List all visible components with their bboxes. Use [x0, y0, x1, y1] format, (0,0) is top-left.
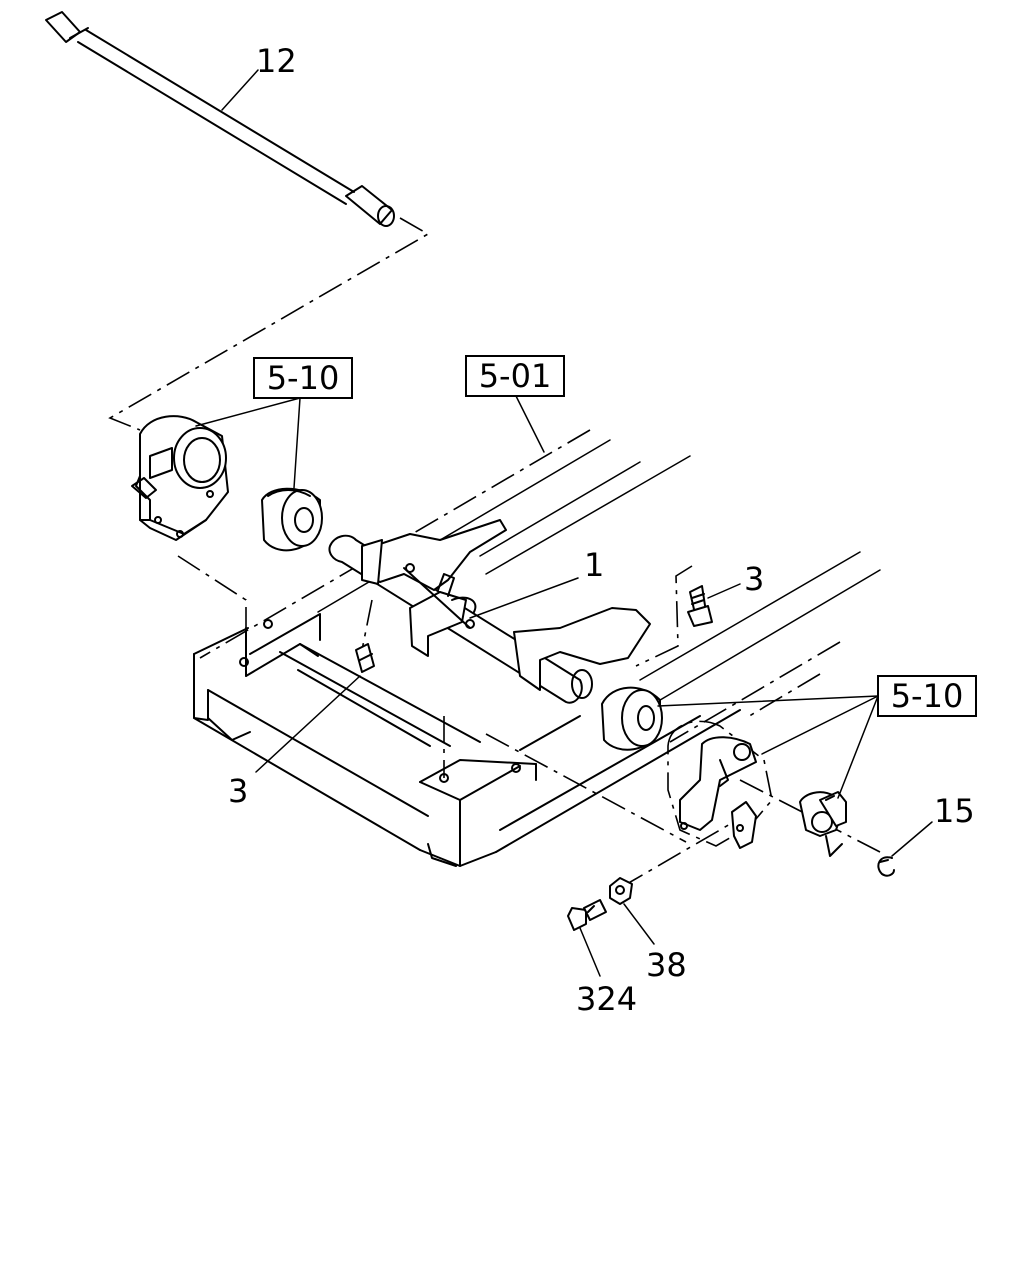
- crossmember-part-1: [328, 519, 651, 704]
- nut-part-38: [609, 877, 633, 905]
- leader-12: [221, 69, 259, 111]
- leader-5-10-top-a: [195, 397, 301, 427]
- centerline-bolt-3: [635, 565, 693, 667]
- leader-324: [579, 927, 601, 977]
- e-clip-part-15: [877, 856, 895, 877]
- frame-centerlines: [199, 429, 881, 743]
- callout-38: 38: [646, 946, 687, 984]
- bolt-part-3-lower: [355, 599, 375, 673]
- left-rubber-bushing: [261, 487, 323, 552]
- callout-3-lower: 3: [228, 772, 248, 810]
- cable-clamp: [799, 791, 847, 857]
- ref-label-5-10-right: 5-10: [891, 677, 964, 715]
- ref-box-5-10-top[interactable]: 5-10: [253, 357, 353, 399]
- right-mount-bracket: [667, 720, 773, 849]
- centerline-right-mount: [485, 733, 687, 843]
- bolt-part-324: [567, 899, 607, 931]
- leader-1: [469, 577, 579, 619]
- callout-12: 12: [256, 42, 297, 80]
- leader-5-10-right-b: [761, 695, 879, 755]
- right-rubber-bushing: [601, 686, 663, 751]
- leader-5-01: [515, 395, 545, 453]
- leader-5-10-top-b: [293, 397, 301, 489]
- frame-base: [193, 613, 741, 867]
- callout-3-upper: 3: [744, 560, 764, 598]
- centerline-left-mount: [177, 555, 247, 662]
- leader-5-10-right-c: [837, 695, 879, 799]
- centerline-nut: [619, 815, 745, 889]
- callout-324: 324: [576, 980, 637, 1018]
- leader-15: [891, 821, 933, 857]
- ref-label-5-10-top: 5-10: [267, 359, 340, 397]
- bolt-part-3-upper: [687, 585, 713, 627]
- callout-15: 15: [934, 792, 975, 830]
- ref-label-5-01: 5-01: [479, 357, 552, 395]
- ref-box-5-10-right[interactable]: 5-10: [877, 675, 977, 717]
- left-mount-bracket: [131, 415, 229, 541]
- leader-5-10-right-a: [657, 695, 879, 707]
- ref-box-5-01[interactable]: 5-01: [465, 355, 565, 397]
- rod-part-12: [45, 11, 395, 227]
- leader-3-lower: [255, 675, 361, 773]
- callout-1: 1: [584, 546, 604, 584]
- centerline-rod: [108, 217, 430, 431]
- leader-3-upper: [707, 583, 741, 599]
- leader-38: [623, 903, 655, 945]
